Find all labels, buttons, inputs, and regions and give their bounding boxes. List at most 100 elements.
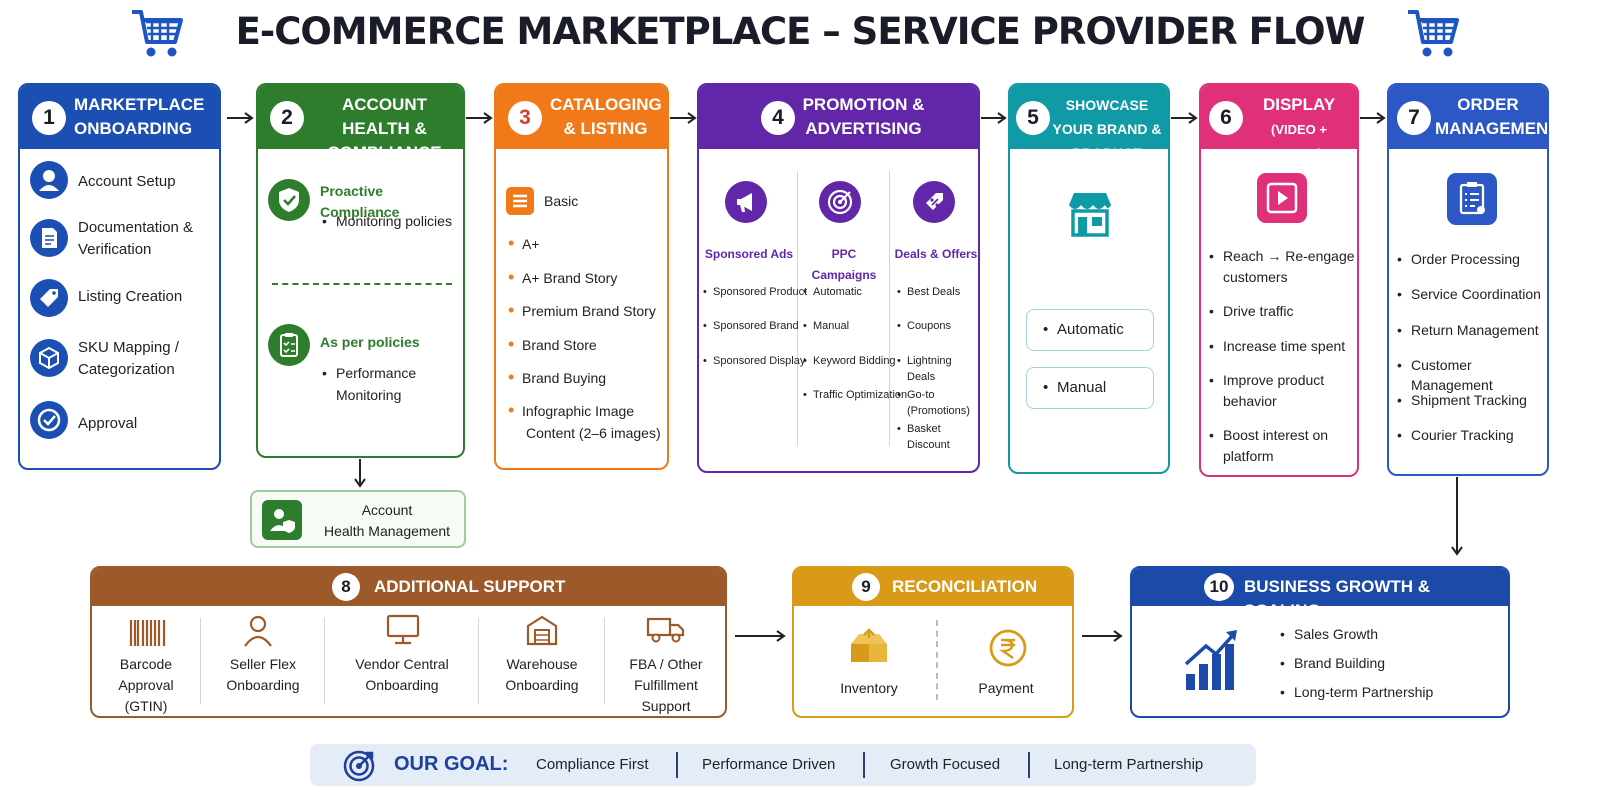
catalog-item: Infographic Image	[506, 400, 634, 421]
arrow-right	[1171, 112, 1198, 124]
ad-item: Manual	[801, 318, 849, 334]
discount-tag-icon	[913, 181, 955, 223]
support-item-line: Onboarding	[365, 677, 439, 693]
step-title: Account Health & Compliance	[327, 95, 442, 162]
order-item: Customer Management	[1395, 355, 1547, 395]
order-item: Courier Tracking	[1395, 425, 1514, 445]
ad-item: Go-to (Promotions)	[895, 387, 978, 419]
list-icon	[506, 187, 534, 215]
option-manual: Manual	[1026, 367, 1154, 409]
document-icon	[30, 219, 68, 257]
catalog-item: Premium Brand Story	[506, 300, 656, 321]
goal-item: Growth Focused	[890, 756, 1001, 773]
step-2-header: 2 Account Health & Compliance	[258, 85, 463, 162]
display-item: Drive traffic	[1207, 301, 1294, 321]
reconciliation-item: Payment	[978, 680, 1034, 696]
step-number: 3	[508, 101, 542, 135]
arrow-right	[981, 112, 1007, 124]
divider	[272, 283, 452, 285]
step-6-header: 6 Display (Video + Audio)	[1201, 85, 1357, 161]
compliance-item: Monitoring policies	[320, 211, 452, 231]
step-4-header: 4 Promotion & Advertising	[699, 85, 978, 149]
ad-column-title: Deals & Offers	[894, 247, 978, 261]
user-shield-icon	[262, 500, 302, 540]
step-1-card: 1 Marketplace Onboarding Account Setup D…	[18, 83, 221, 470]
step-title: Marketplace Onboarding	[74, 95, 205, 138]
arrow-right	[735, 630, 786, 642]
ad-item: Automatic	[801, 284, 862, 300]
inventory-icon	[851, 628, 887, 662]
support-item-line: FBA / Other	[629, 656, 703, 672]
sub-card-line: Account	[361, 502, 413, 518]
policy-title: As per policies	[320, 334, 420, 350]
growth-chart-icon	[1184, 630, 1237, 690]
order-item: Shipment Tracking	[1395, 390, 1527, 410]
display-item-cont: platform	[1223, 448, 1274, 464]
option-label: Automatic	[1041, 320, 1124, 340]
step-1-item: Verification	[78, 241, 152, 258]
step-number: 1	[32, 101, 66, 135]
goal-separator	[1028, 752, 1030, 778]
page-title: E-COMMERCE MARKETPLACE – SERVICE PROVIDE…	[235, 10, 1366, 53]
order-item: Return Management	[1395, 320, 1539, 340]
step-number: 8	[332, 573, 360, 601]
step-title: Business Growth & Scaling	[1244, 577, 1431, 620]
column-separator	[478, 618, 479, 704]
storefront-icon	[1069, 193, 1111, 237]
display-item: Improve product	[1207, 370, 1324, 390]
ad-item: Traffic Optimization	[801, 387, 907, 403]
support-item-line: Barcode	[119, 656, 173, 672]
support-item-line: Vendor Central	[355, 656, 449, 672]
step-9-card: 9 Reconciliation Inventory Payment	[792, 566, 1074, 718]
step-5-card: 5 Showcase Your Brand & Product Automati…	[1008, 83, 1170, 474]
step-4-card: 4 Promotion & Advertising Sponsored Ads …	[697, 83, 980, 473]
shopping-cart-icon	[132, 10, 183, 57]
monitor-icon	[386, 614, 420, 645]
display-item: Boost interest on	[1207, 425, 1328, 445]
support-item-line: Approval	[118, 677, 174, 693]
step-8-card: 8 Additional Support Barcode Approval (G…	[90, 566, 727, 718]
sub-card-line: Health Management	[323, 523, 451, 539]
step-1-item: Approval	[78, 415, 138, 432]
step-7-card: 7 Order Management Order Processing Serv…	[1387, 83, 1549, 476]
column-separator	[324, 618, 325, 704]
step-subtitle: (Video + Audio)	[1271, 122, 1327, 161]
column-separator	[604, 618, 605, 704]
goal-label: OUR GOAL:	[394, 753, 509, 775]
support-item-line: Onboarding	[505, 677, 579, 693]
catalog-item: Brand Store	[506, 334, 597, 355]
step-10-card: 10 Business Growth & Scaling Sales Growt…	[1130, 566, 1510, 718]
goal-item: Compliance First	[536, 756, 649, 773]
column-separator	[889, 171, 890, 446]
growth-item: Brand Building	[1278, 653, 1385, 673]
step-1-header: 1 Marketplace Onboarding	[20, 85, 219, 149]
option-label: Manual	[1041, 378, 1106, 398]
step-number: 4	[761, 101, 795, 135]
target-icon	[343, 750, 375, 782]
arrow-right	[227, 112, 254, 124]
support-item-line: Support	[641, 698, 691, 714]
arrow-right	[1082, 630, 1123, 642]
reconciliation-item: Inventory	[840, 680, 898, 696]
warehouse-icon	[526, 615, 558, 646]
step-2-card: 2 Account Health & Compliance Proactive …	[256, 83, 465, 458]
catalog-item-cont: Content (2–6 images)	[526, 425, 661, 441]
policy-item-cont: Monitoring	[336, 387, 402, 403]
goal-separator	[676, 752, 678, 778]
column-separator	[200, 618, 201, 704]
step-1-item: Documentation &	[78, 219, 194, 236]
step-7-header: 7 Order Management	[1389, 85, 1547, 149]
step-8-header: 8 Additional Support	[92, 568, 725, 606]
goal-item: Performance Driven	[702, 756, 836, 773]
step-number: 6	[1209, 101, 1243, 135]
display-item: Reach → Re-engage	[1207, 246, 1355, 266]
ad-item: Sponsored Product	[701, 284, 807, 300]
step-title: Order Management	[1435, 95, 1549, 138]
support-item-line: Fulfillment	[634, 677, 698, 693]
user-icon	[30, 161, 68, 199]
support-item-line: Onboarding	[226, 677, 300, 693]
ad-column-title: Sponsored Ads	[704, 247, 794, 261]
box-icon	[30, 339, 68, 377]
step-number: 9	[852, 573, 880, 601]
account-health-management-card: Account Health Management	[250, 490, 466, 548]
